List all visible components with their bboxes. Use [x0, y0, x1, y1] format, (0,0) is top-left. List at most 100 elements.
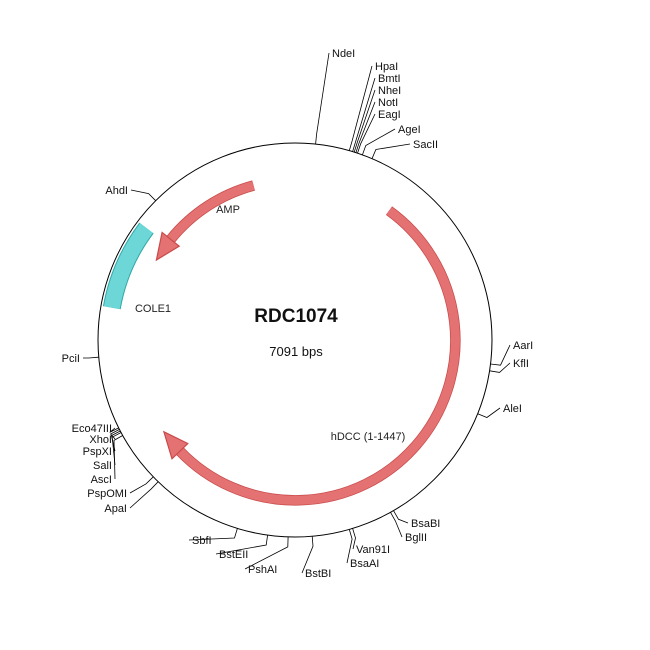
site-label: BsaAI [350, 558, 379, 570]
restriction-site-eco47iii: Eco47III [72, 423, 119, 435]
site-label: PshAI [248, 564, 277, 576]
plasmid-size: 7091 bps [269, 344, 323, 359]
site-leader-line [352, 528, 356, 550]
site-label: Van91I [356, 544, 390, 556]
site-leader-line [215, 535, 268, 555]
site-leader-line [83, 356, 99, 359]
site-label: SalI [93, 460, 112, 472]
site-label: SbfI [192, 535, 212, 547]
site-label: AscI [91, 474, 112, 486]
restriction-site-bglii: BglII [390, 512, 427, 544]
site-leader-line [362, 128, 396, 156]
site-leader-line [111, 432, 122, 466]
restriction-site-sacii: SacII [371, 139, 438, 159]
origin-arc [103, 223, 153, 310]
restriction-site-pcii: PciI [62, 353, 99, 365]
restriction-site-agei: AgeI [362, 124, 421, 156]
restriction-site-bmti: BmtI [352, 73, 401, 152]
site-leader-line [188, 528, 238, 541]
site-label: SacII [413, 139, 438, 151]
site-leader-line [346, 529, 353, 564]
restriction-site-ndei: NdeI [315, 48, 355, 145]
site-label: Eco47III [72, 423, 112, 435]
restriction-site-eagi: EagI [357, 109, 401, 154]
site-label: NheI [378, 85, 401, 97]
gene-arrow-head [155, 231, 181, 262]
restriction-site-apai: ApaI [104, 481, 159, 515]
restriction-site-bsabi: BsaBI [393, 510, 440, 530]
gene-arrow-shaft [167, 181, 255, 243]
site-label: NdeI [332, 48, 355, 60]
site-leader-line [109, 427, 119, 433]
site-label: AhdI [105, 185, 128, 197]
site-label: EagI [378, 109, 401, 121]
site-label: AarI [513, 340, 533, 352]
gene-arrow-head [162, 430, 189, 460]
site-leader-line [489, 362, 511, 373]
restriction-site-aari: AarI [490, 340, 533, 366]
site-leader-line [390, 512, 403, 538]
site-leader-line [110, 430, 121, 452]
restriction-site-sali: SalI [93, 432, 122, 472]
site-leader-line [371, 143, 411, 159]
site-leader-line [477, 407, 501, 418]
feature-label: AMP [216, 204, 240, 216]
site-label: KflI [513, 358, 529, 370]
site-label: NotI [378, 97, 398, 109]
restriction-site-sbfi: SbfI [188, 528, 238, 547]
plasmid-name: RDC1074 [254, 306, 338, 327]
restriction-site-bsteii: BstEII [215, 535, 268, 561]
site-leader-line [393, 510, 409, 524]
site-label: BstBI [305, 568, 331, 580]
restriction-site-bsaai: BsaAI [346, 529, 379, 570]
site-label: AgeI [398, 124, 421, 136]
site-label: HpaI [375, 61, 398, 73]
site-leader-line [113, 435, 123, 480]
gene-arrow-shaft [176, 206, 460, 505]
feature-amp: AMP [155, 180, 256, 262]
site-leader-line [353, 89, 376, 153]
restriction-site-ahdi: AhdI [105, 185, 156, 201]
site-leader-line [244, 536, 289, 570]
feature-label: hDCC (1-1447) [331, 431, 406, 443]
site-leader-line [109, 429, 120, 440]
site-label: XhoI [89, 434, 112, 446]
site-label: PspOMI [87, 488, 127, 500]
restriction-site-alei: AleI [477, 403, 522, 418]
site-label: ApaI [104, 503, 127, 515]
site-leader-line [355, 101, 376, 153]
site-leader-line [301, 536, 314, 574]
restriction-site-asci: AscI [91, 435, 123, 486]
restriction-site-xhoi: XhoI [89, 429, 120, 446]
site-leader-line [348, 65, 373, 151]
site-label: BsaBI [411, 518, 440, 530]
site-leader-line [129, 476, 154, 494]
restriction-site-noti: NotI [355, 97, 398, 153]
feature-label: COLE1 [135, 303, 171, 315]
site-label: BglII [405, 532, 427, 544]
site-label: BstEII [219, 549, 248, 561]
site-label: PspXI [83, 446, 112, 458]
site-leader-line [357, 113, 376, 154]
restriction-site-hpai: HpaI [348, 61, 398, 151]
restriction-site-pshai: PshAI [244, 536, 289, 576]
site-leader-line [315, 52, 330, 145]
site-label: PciI [62, 353, 80, 365]
restriction-site-van91i: Van91I [352, 528, 390, 556]
site-label: AleI [503, 403, 522, 415]
restriction-site-kfli: KflI [489, 358, 529, 373]
site-leader-line [129, 481, 159, 509]
site-label: BmtI [378, 73, 401, 85]
feature-cole1: COLE1 [102, 222, 171, 315]
features-layer: AMP hDCC (1-1447) COLE1 [102, 180, 461, 506]
site-leader-line [352, 77, 376, 152]
site-leader-line [490, 344, 511, 366]
restriction-site-bstbi: BstBI [301, 536, 331, 580]
restriction-site-pspomi: PspOMI [87, 476, 154, 500]
restriction-site-nhei: NheI [353, 85, 401, 153]
plasmid-backbone-circle [97, 142, 493, 538]
restriction-site-pspxi: PspXI [83, 430, 121, 458]
site-leader-line [130, 189, 156, 201]
